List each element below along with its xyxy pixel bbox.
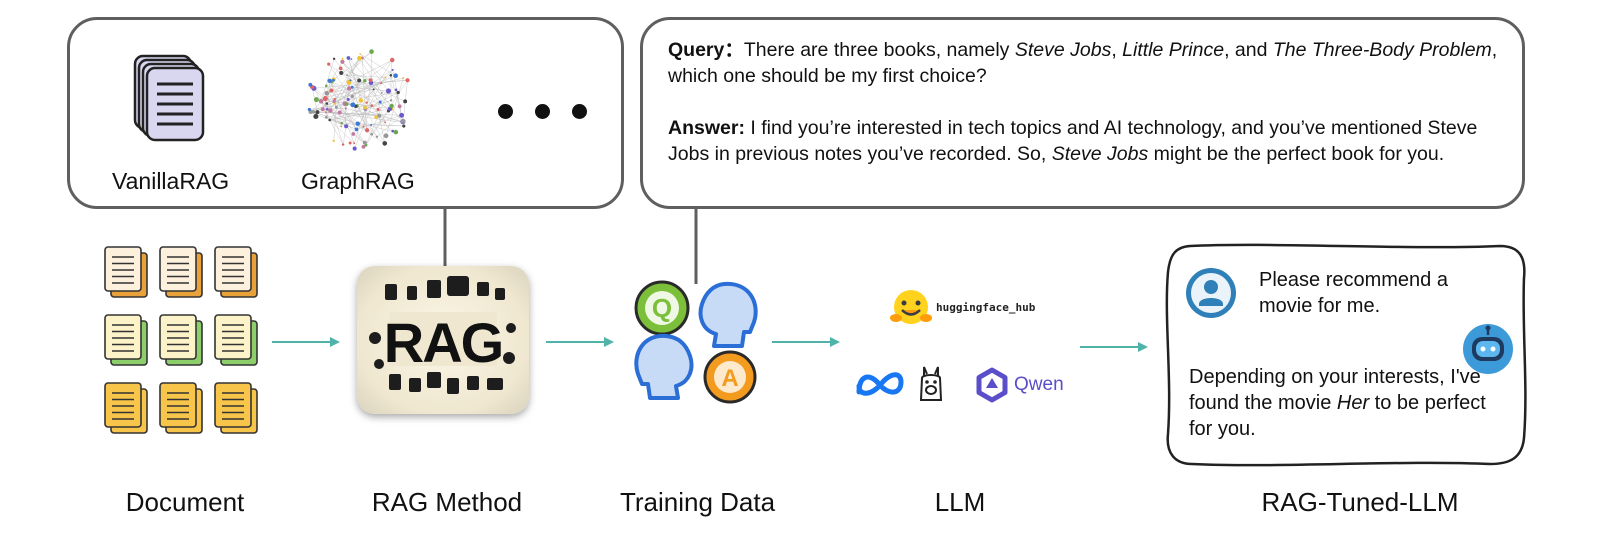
book-three-body-problem: The Three-Body Problem	[1272, 39, 1492, 61]
document-icon	[159, 314, 203, 366]
llama-logo-icon	[919, 366, 943, 401]
answer-label: Answer:	[668, 117, 745, 139]
huggingface-logo-icon	[890, 290, 932, 324]
bot-message: Depending on your interests, I've found …	[1189, 366, 1486, 440]
rag-method-decorations: RAG	[369, 276, 516, 394]
document-icon	[104, 246, 148, 298]
qwen-label: Qwen	[1014, 374, 1064, 395]
document-icon	[214, 314, 258, 366]
document-icon	[104, 382, 148, 434]
query-label: Query：	[668, 39, 744, 61]
rag-icon-text: RAG	[384, 311, 502, 374]
document-icon	[214, 382, 258, 434]
document-icon	[104, 314, 148, 366]
stage-label-llm: LLM	[934, 487, 986, 517]
q-letter: Q	[652, 293, 672, 323]
qwen-logo-icon	[976, 367, 1008, 403]
methods-connector-line	[443, 208, 447, 270]
graph-rag-network-icon	[307, 49, 410, 151]
arrow-training-to-llm	[772, 337, 840, 347]
arrow-rag-to-training	[546, 337, 614, 347]
head-icon-bottom	[634, 333, 694, 400]
graph-rag-label: GraphRAG	[301, 168, 415, 194]
huggingface-label: huggingface_hub	[936, 301, 1036, 314]
qa-example-panel	[640, 17, 1525, 209]
stage-label-document: Document	[125, 487, 245, 517]
answer-book: Steve Jobs	[1051, 143, 1149, 165]
document-icon	[214, 246, 258, 298]
vanilla-rag-documents-icon	[133, 54, 205, 142]
qa-connector-line	[694, 208, 698, 284]
meta-logo-icon	[856, 372, 904, 396]
more-methods-ellipsis-icon	[498, 104, 587, 119]
answer-text: Answer: I find you’re interested in tech…	[668, 117, 1478, 165]
stage-label-rag-tuned-llm: RAG-Tuned-LLM	[1261, 487, 1459, 517]
document-icon	[159, 246, 203, 298]
head-icon-top	[698, 281, 758, 348]
user-message: Please recommend a movie for me.	[1259, 269, 1448, 317]
arrow-document-to-rag	[272, 337, 340, 347]
bot-avatar-icon	[1463, 324, 1513, 374]
training-data-qa-icon: Q A	[634, 280, 758, 404]
bot-movie-title: Her	[1336, 392, 1370, 414]
document-icon	[159, 382, 203, 434]
a-letter: A	[721, 365, 738, 392]
chat-bubble-outline	[1165, 243, 1527, 467]
query-text: Query：There are three books, namely Stev…	[668, 39, 1498, 87]
stage-label-rag-method: RAG Method	[371, 487, 523, 517]
user-avatar-icon	[1186, 268, 1236, 318]
stage-label-training-data: Training Data	[619, 487, 776, 517]
arrow-llm-to-tuned	[1080, 342, 1148, 352]
book-little-prince: Little Prince	[1122, 39, 1225, 61]
book-steve-jobs: Steve Jobs	[1014, 39, 1112, 61]
documents-icon-grid	[104, 246, 258, 434]
vanilla-rag-label: VanillaRAG	[112, 168, 230, 194]
